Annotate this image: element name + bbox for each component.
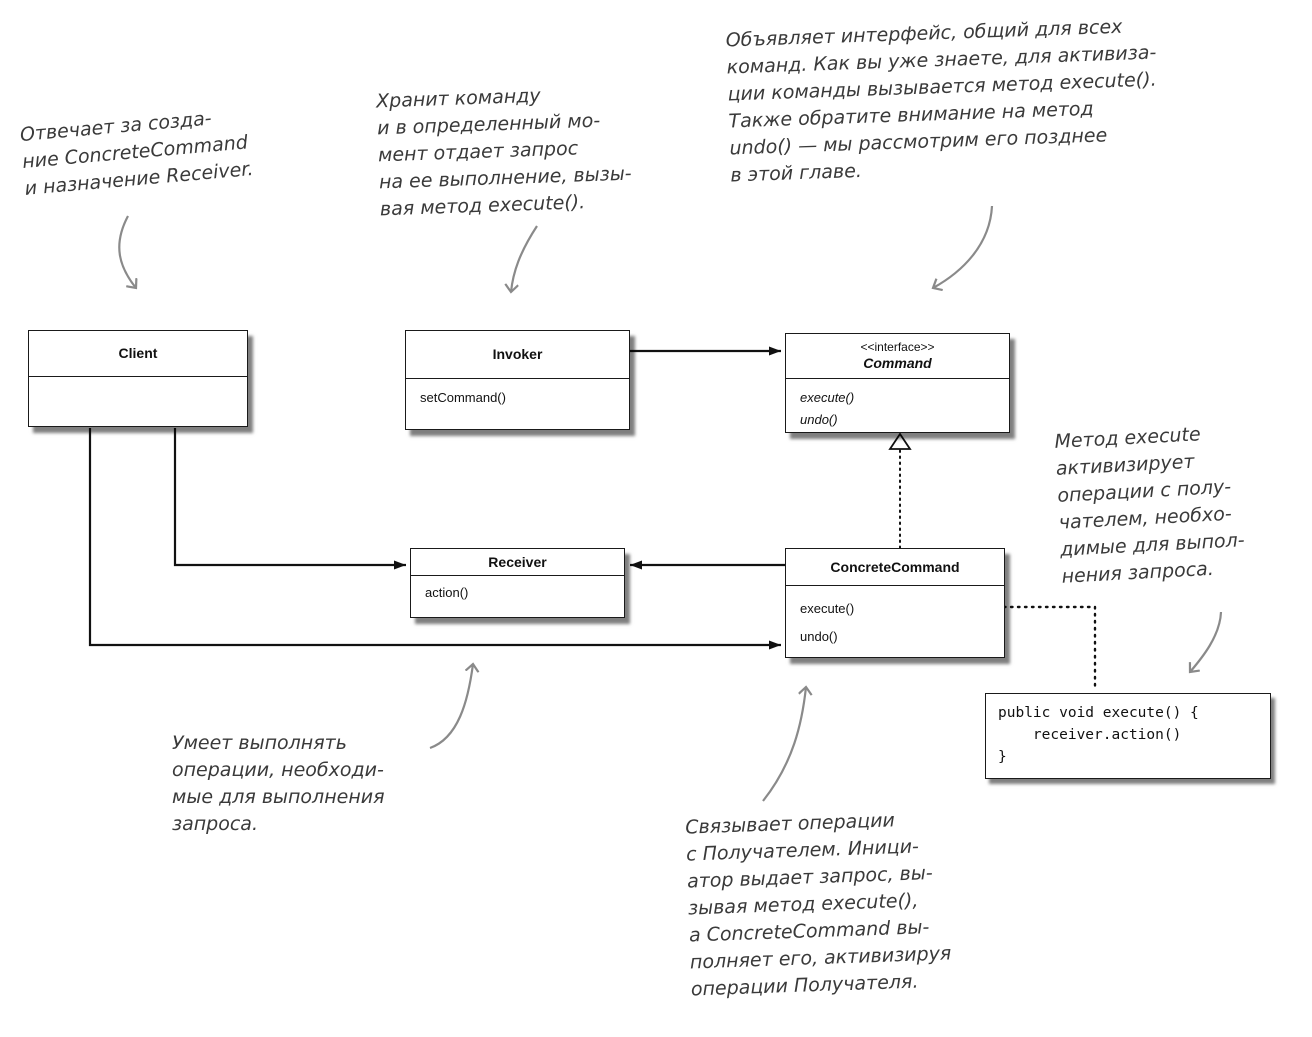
method-undo: undo() bbox=[800, 629, 838, 644]
arrow-receiver-note-icon bbox=[429, 664, 473, 750]
method-set-command: setCommand() bbox=[420, 390, 506, 405]
annotation-command: Объявляет интерфейс, общий для всех кома… bbox=[725, 15, 1157, 187]
method-undo: undo() bbox=[800, 412, 838, 427]
class-name-client: Client bbox=[29, 331, 247, 377]
class-methods-concretecommand: execute() undo() bbox=[786, 586, 1004, 651]
class-header-command: <<interface>> Command bbox=[786, 334, 1009, 379]
arrow-invoker-note-icon bbox=[511, 225, 538, 292]
annotation-invoker: Хранит команду и в определенный мо- мент… bbox=[375, 84, 632, 221]
realization-triangle-icon bbox=[888, 432, 912, 450]
arrow-client-note-icon bbox=[118, 215, 136, 288]
edge-client-receiver bbox=[173, 428, 406, 570]
code-snippet: public void execute() { receiver.action(… bbox=[985, 693, 1271, 779]
annotation-client: Отвечает за созда- ние ConcreteCommand и… bbox=[19, 107, 255, 200]
stereotype-interface: <<interface>> bbox=[860, 340, 935, 355]
method-action: action() bbox=[425, 585, 469, 600]
arrow-command-note-icon bbox=[933, 205, 994, 288]
class-box-receiver: Receiver action() bbox=[410, 548, 625, 618]
class-methods-receiver: action() bbox=[411, 576, 624, 604]
method-execute: execute() bbox=[800, 390, 855, 405]
class-box-command: <<interface>> Command execute() undo() bbox=[785, 333, 1010, 433]
class-box-client: Client bbox=[28, 330, 248, 427]
class-name-command: Command bbox=[863, 354, 932, 371]
arrow-concretecommand-note-icon bbox=[762, 687, 806, 802]
arrow-execute-note-icon bbox=[1190, 611, 1223, 672]
class-name-concretecommand: ConcreteCommand bbox=[786, 549, 1004, 586]
annotation-execute: Метод execute активизирует операции с по… bbox=[1053, 423, 1246, 588]
method-execute: execute() bbox=[800, 601, 855, 616]
class-methods-client bbox=[29, 377, 247, 385]
annotation-concretecommand: Связывает операции с Получателем. Иници-… bbox=[684, 809, 952, 1001]
annotation-receiver: Умеет выполнять операции, необходи- мые … bbox=[172, 732, 385, 835]
class-box-invoker: Invoker setCommand() bbox=[405, 330, 630, 430]
class-methods-command: execute() undo() bbox=[786, 379, 1009, 431]
class-box-concretecommand: ConcreteCommand execute() undo() bbox=[785, 548, 1005, 658]
class-methods-invoker: setCommand() bbox=[406, 379, 629, 409]
class-name-receiver: Receiver bbox=[411, 549, 624, 576]
class-name-invoker: Invoker bbox=[406, 331, 629, 379]
